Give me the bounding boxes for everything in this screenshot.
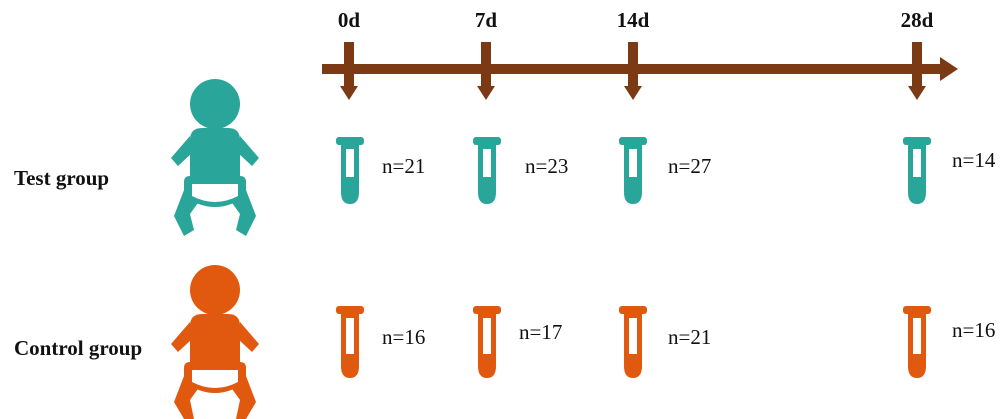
timepoint-marker-0d xyxy=(340,42,358,100)
test-tube-icon xyxy=(336,137,364,204)
timeline xyxy=(322,42,958,100)
test-tube-icon xyxy=(473,137,501,204)
sample-count: n=17 xyxy=(519,320,563,344)
test-tube-icon xyxy=(473,306,501,378)
group-label-control: Control group xyxy=(14,336,143,360)
day-label-14d: 14d xyxy=(616,8,650,32)
sample-count: n=21 xyxy=(382,154,426,178)
test-tube-icon xyxy=(619,137,647,204)
day-label-0d: 0d xyxy=(337,8,361,32)
timepoint-marker-7d xyxy=(477,42,495,100)
day-label-28d: 28d xyxy=(900,8,934,32)
sample-count: n=14 xyxy=(952,148,996,172)
sample-count: n=16 xyxy=(382,325,426,349)
sample-count: n=27 xyxy=(668,154,712,178)
sample-count: n=16 xyxy=(952,318,996,342)
test-tube-icon xyxy=(903,137,931,204)
timepoint-marker-14d xyxy=(624,42,642,100)
test-tube-icon xyxy=(903,306,931,378)
sample-count: n=23 xyxy=(525,154,569,178)
day-label-7d: 7d xyxy=(474,8,498,32)
test-tube-icon xyxy=(336,306,364,378)
sample-count: n=21 xyxy=(668,325,712,349)
test-tube-icon xyxy=(619,306,647,378)
baby-icon-test-group xyxy=(171,79,259,236)
timeline-arrowhead-icon xyxy=(940,57,958,81)
group-label-test: Test group xyxy=(14,166,110,190)
baby-icon-control-group xyxy=(171,265,259,419)
timepoint-marker-28d xyxy=(908,42,926,100)
